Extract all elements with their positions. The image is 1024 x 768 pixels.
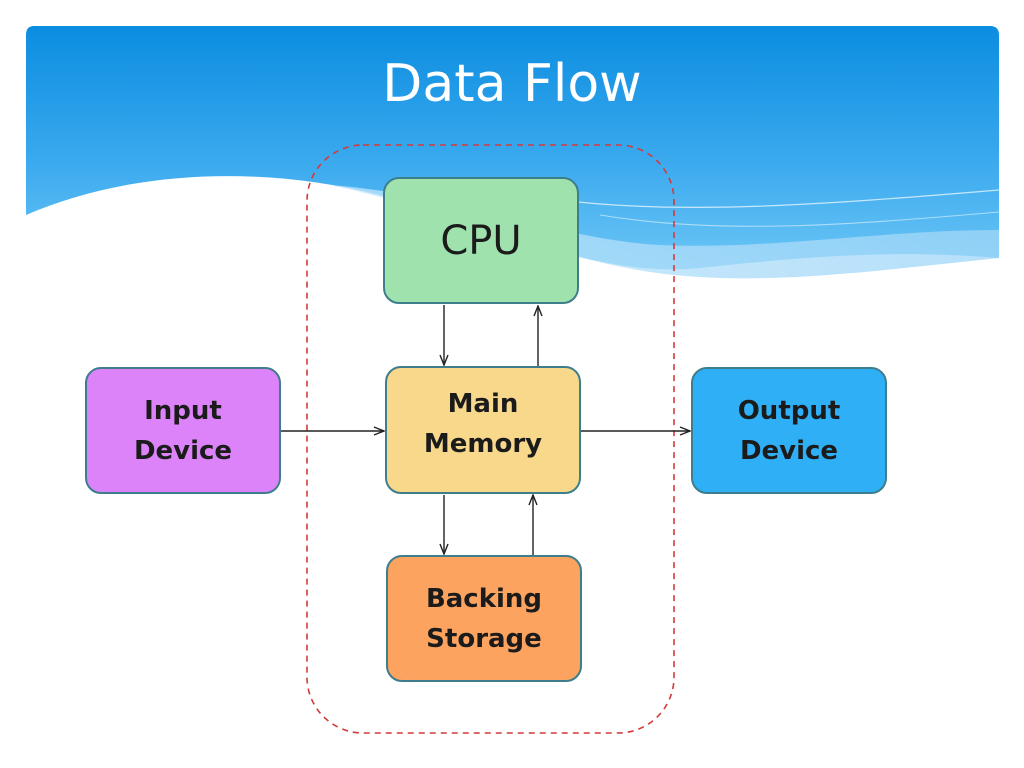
- output-device-label-line1: Output: [737, 395, 841, 426]
- main-memory-label-line1: Main: [447, 389, 519, 419]
- input-device-node: Input Device: [85, 367, 281, 494]
- output-device-label-line2: Device: [739, 435, 839, 466]
- input-device-label-line2: Device: [133, 435, 233, 466]
- backing-storage-label-line2: Storage: [426, 623, 542, 654]
- backing-storage-node: Backing Storage: [386, 555, 582, 682]
- cpu-label: CPU: [440, 217, 522, 264]
- backing-storage-label-line1: Backing: [425, 583, 543, 614]
- main-memory-label-line2: Memory: [423, 429, 543, 459]
- input-device-label-line1: Input: [144, 395, 222, 426]
- slide-title: Data Flow: [382, 54, 642, 114]
- cpu-node: CPU: [383, 177, 579, 304]
- main-memory-node: Main Memory: [385, 366, 581, 494]
- output-device-node: Output Device: [691, 367, 887, 494]
